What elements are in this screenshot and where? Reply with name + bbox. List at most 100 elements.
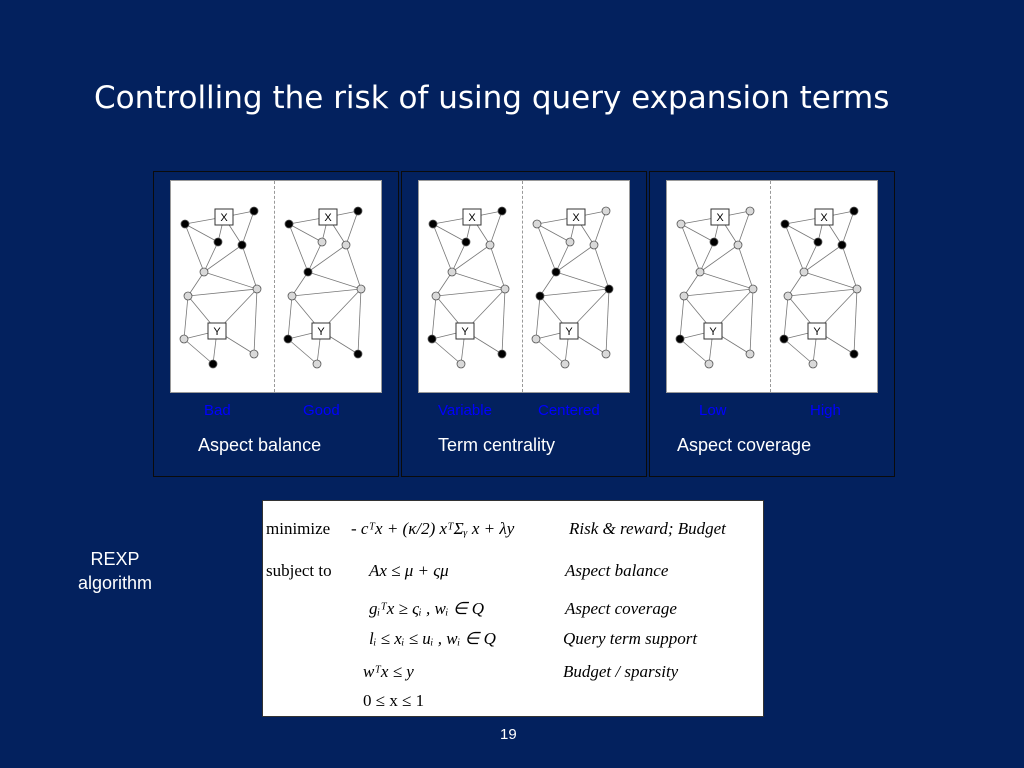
algorithm-line: algorithm bbox=[77, 573, 153, 593]
node-x-box bbox=[814, 208, 834, 226]
graph-edge bbox=[737, 244, 754, 290]
graph-node bbox=[849, 349, 859, 359]
graph-node bbox=[208, 359, 218, 369]
node-x-box bbox=[566, 208, 586, 226]
graph-edge bbox=[432, 223, 467, 243]
objective-expression: - cᵀx + (κ/2) xᵀΣᵧ x + λy bbox=[351, 519, 515, 538]
graph-edge bbox=[435, 271, 453, 297]
graph-node bbox=[317, 237, 327, 247]
graph-node bbox=[604, 284, 614, 294]
node-y-box bbox=[311, 322, 331, 340]
graph-edge bbox=[841, 244, 858, 290]
node-x-box bbox=[710, 208, 730, 226]
graph-node bbox=[497, 349, 507, 359]
graph-edge bbox=[489, 244, 506, 290]
graph-node bbox=[303, 267, 313, 277]
graph-edge bbox=[241, 244, 258, 290]
node-y-label: Y bbox=[213, 326, 221, 338]
graph-edge bbox=[737, 210, 751, 246]
subject-to-label: subject to bbox=[266, 561, 332, 580]
graph-edge bbox=[203, 271, 258, 290]
graph-node bbox=[589, 240, 599, 250]
node-y-label: Y bbox=[709, 326, 717, 338]
graph-node bbox=[679, 291, 689, 301]
graph-edge bbox=[345, 244, 362, 290]
node-x-label: X bbox=[220, 212, 228, 224]
graph-node bbox=[199, 267, 209, 277]
graph-node bbox=[252, 284, 262, 294]
panel-divider bbox=[770, 181, 771, 392]
node-y-box bbox=[703, 322, 723, 340]
graph-edge bbox=[679, 338, 710, 365]
node-x-box bbox=[318, 208, 338, 226]
graph-node bbox=[532, 219, 542, 229]
graph-node bbox=[565, 237, 575, 247]
label-low: Low bbox=[699, 402, 727, 419]
graph-edge bbox=[535, 338, 566, 365]
rexp-algorithm-label: REXP algorithm bbox=[60, 547, 170, 595]
graph-edge bbox=[535, 295, 541, 340]
graph-node bbox=[813, 237, 823, 247]
graph-edge bbox=[679, 295, 685, 340]
graph-edge bbox=[291, 271, 309, 297]
graph-node bbox=[704, 359, 714, 369]
graph-edge bbox=[853, 288, 858, 355]
graph-node bbox=[745, 349, 755, 359]
constraint-bounds: 0 ≤ x ≤ 1 bbox=[363, 691, 425, 710]
caption-term-centrality: Term centrality bbox=[438, 435, 556, 455]
graph-node bbox=[485, 240, 495, 250]
node-y-box bbox=[455, 322, 475, 340]
graph-node bbox=[284, 219, 294, 229]
graph-edge bbox=[241, 210, 255, 246]
label-good: Good bbox=[303, 402, 340, 419]
graph-node bbox=[183, 291, 193, 301]
graph-edge bbox=[803, 244, 843, 273]
graph-edge bbox=[683, 271, 701, 297]
caption-aspect-coverage: Aspect coverage bbox=[677, 435, 812, 455]
page-number: 19 bbox=[500, 726, 517, 743]
node-x-box bbox=[462, 208, 482, 226]
node-x-label: X bbox=[572, 212, 580, 224]
graph-edge bbox=[803, 271, 858, 290]
graph-node bbox=[353, 206, 363, 216]
graph-node bbox=[808, 359, 818, 369]
graph-node bbox=[745, 206, 755, 216]
node-x-label: X bbox=[716, 212, 724, 224]
graph-edge bbox=[784, 223, 819, 243]
node-y-label: Y bbox=[461, 326, 469, 338]
graph-node bbox=[551, 267, 561, 277]
graph-edge bbox=[287, 295, 293, 340]
graph-edge bbox=[184, 223, 205, 273]
graph-edge bbox=[593, 210, 607, 246]
graph-node bbox=[312, 359, 322, 369]
constraint-aspect-balance: Ax ≤ μ + ςμ bbox=[369, 561, 449, 580]
graph-edge bbox=[431, 338, 462, 365]
graph-edge bbox=[203, 244, 243, 273]
graph-node bbox=[849, 206, 859, 216]
graph-node bbox=[249, 349, 259, 359]
constraint-query-term-support: lᵢ ≤ xᵢ ≤ uᵢ , wᵢ ∈ Q bbox=[369, 629, 496, 648]
graph-edge bbox=[605, 288, 610, 355]
node-y-box bbox=[807, 322, 827, 340]
graph-edge bbox=[680, 223, 715, 243]
constraint-budget: wᵀx ≤ y bbox=[363, 662, 414, 681]
label-high: High bbox=[810, 402, 841, 419]
caption-aspect-balance: Aspect balance bbox=[198, 435, 322, 455]
graph-node bbox=[461, 237, 471, 247]
graph-edge bbox=[536, 223, 571, 243]
graph-node bbox=[237, 240, 247, 250]
graph-edge bbox=[803, 241, 819, 273]
graph-edge bbox=[435, 288, 506, 297]
graph-edge bbox=[253, 288, 258, 355]
graph-edge bbox=[749, 288, 754, 355]
graph-node bbox=[287, 291, 297, 301]
constraint-aspect-coverage: gᵢᵀx ≥ ςᵢ , wᵢ ∈ Q bbox=[369, 599, 485, 618]
node-y-label: Y bbox=[317, 326, 325, 338]
graph-node bbox=[695, 267, 705, 277]
